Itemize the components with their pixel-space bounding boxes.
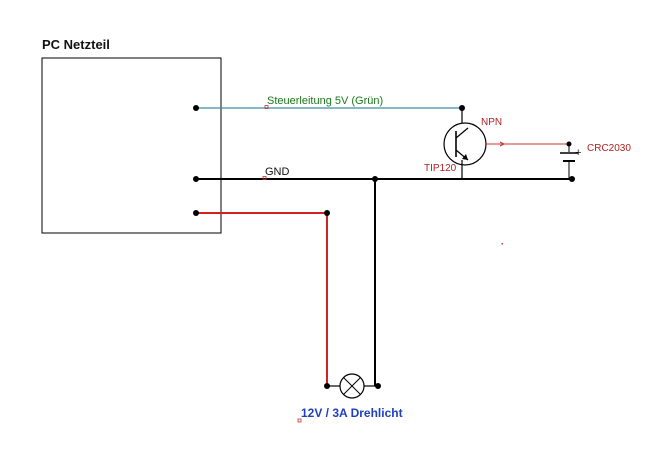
psu-box [41, 57, 222, 234]
junction-dot [193, 105, 199, 111]
stray-marker [501, 243, 503, 245]
npn-transistor [443, 122, 487, 179]
label-anchor-marker [264, 105, 269, 109]
transistor-model-label: TIP120 [424, 163, 457, 174]
power-wire [196, 212, 328, 386]
battery-symbol [560, 152, 578, 179]
battery-plus-sign: + [575, 147, 581, 159]
lamp-symbol [339, 373, 365, 399]
label-anchor-marker [262, 176, 267, 180]
npn-label: NPN [481, 117, 502, 128]
lamp-label: 12V / 3A Drehlicht [301, 406, 403, 420]
battery-label: CRC2030 [587, 143, 631, 154]
junction-dot [324, 210, 330, 216]
junction-dot [324, 383, 330, 389]
base-arrow [499, 141, 506, 147]
control-line-label: Steuerleitung 5V (Grün) [267, 95, 383, 107]
junction-dot [193, 176, 199, 182]
label-anchor-marker [297, 418, 302, 423]
junction-dot [193, 210, 199, 216]
terminal-dot [569, 176, 575, 182]
junction-dot [375, 383, 381, 389]
psu-label: PC Netzteil [42, 37, 110, 52]
gnd-label: GND [265, 166, 290, 178]
